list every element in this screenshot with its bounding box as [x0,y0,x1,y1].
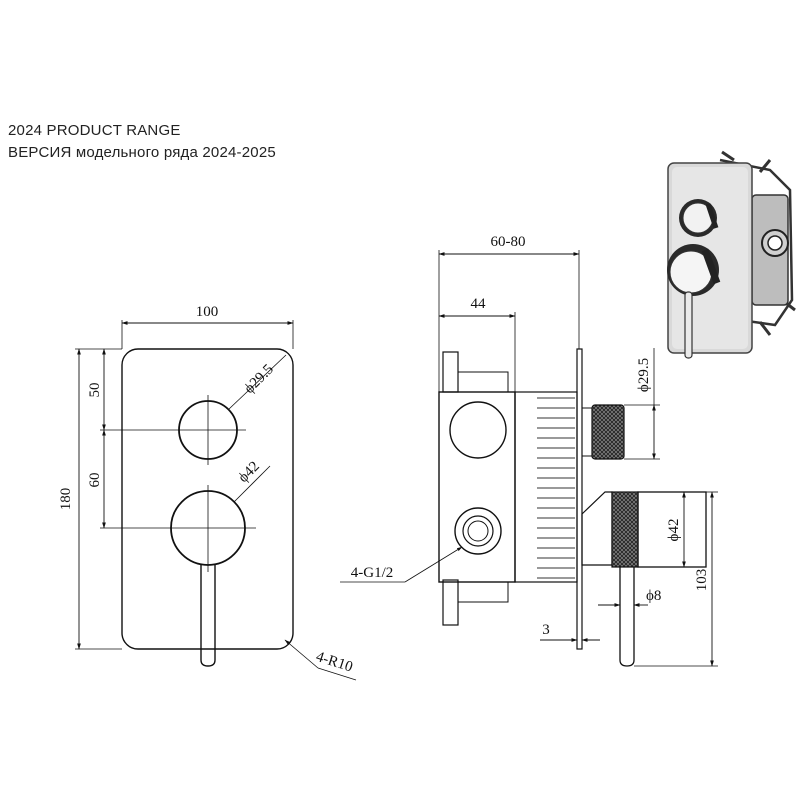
front-view: 100 180 50 60 ϕ29.5 ϕ42 4-R10 [58,304,357,681]
dim-spacing: 60 [87,473,103,488]
dim-knob-dia: ϕ29.5 [636,358,652,392]
dim-plate-thickness: 3 [542,622,550,638]
threaded-sleeve [514,391,578,583]
dim-depth-range: 60-80 [491,234,526,250]
dim-small-dia: ϕ29.5 [241,361,276,396]
header: 2024 PRODUCT RANGE ВЕРСИЯ модельного ряд… [8,120,276,164]
dim-large-dia: ϕ42 [235,458,263,486]
dim-body-depth: 44 [471,296,487,312]
knurled-lever-body [611,491,639,568]
side-lever-handle [619,567,635,667]
version-subtitle: ВЕРСИЯ модельного ряда 2024-2025 [8,144,276,161]
product-range-title: 2024 PRODUCT RANGE [8,122,181,139]
dim-projection: 103 [694,569,710,592]
dim-thread: 4-G1/2 [351,565,394,581]
dim-width: 100 [196,304,219,320]
product-3d-view [667,150,796,359]
dim-lever-dia: ϕ42 [666,519,682,542]
thread-port [454,507,502,555]
knurled-knob [591,404,625,460]
dim-handle-dia: ϕ8 [646,588,661,604]
dim-height: 180 [58,488,74,511]
thread-lines [537,397,575,579]
dim-corner-radius: 4-R10 [314,649,355,676]
dim-upper-offset: 50 [87,383,103,398]
faceplate-edge [576,348,583,650]
faceplate [121,348,294,650]
lever-handle [200,565,216,667]
side-view: 60-80 44 ϕ29.5 ϕ42 103 ϕ8 3 4-G1/2 [340,234,718,667]
